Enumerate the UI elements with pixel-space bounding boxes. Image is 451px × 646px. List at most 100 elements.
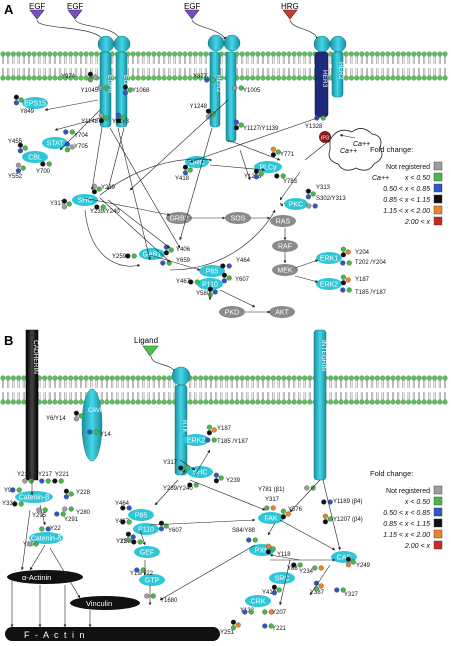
svg-text:Y1207 (β4): Y1207 (β4)	[333, 517, 363, 523]
svg-text:Y700: Y700	[36, 169, 51, 175]
protein-gab1: GAB1	[139, 248, 165, 260]
protein-crk: CRK	[245, 595, 271, 607]
legend-item: 2.00 < x	[404, 540, 443, 550]
svg-text:HER2: HER2	[215, 75, 222, 93]
site-y418: Y418	[175, 164, 193, 182]
svg-text:MEK: MEK	[277, 268, 293, 275]
svg-text:F - A c t i n: F - A c t i n	[24, 630, 86, 640]
svg-text:T185 /Y187: T185 /Y187	[217, 439, 249, 445]
svg-text:Y418: Y418	[175, 176, 190, 182]
receptor-her3: HER3	[313, 35, 331, 118]
svg-text:GEF: GEF	[140, 550, 154, 557]
svg-text:Y464: Y464	[115, 501, 130, 507]
site-y580: Y580	[120, 531, 136, 545]
svg-text:Y1148: Y1148	[81, 119, 99, 125]
receptor-rtk: RTK	[171, 366, 191, 476]
svg-text:Y22: Y22	[116, 539, 127, 545]
svg-text:RAF: RAF	[278, 244, 292, 251]
protein-fak: FAK	[258, 512, 284, 524]
legend-item: 0.85 < x < 1.15	[383, 194, 443, 204]
site-y455: Y455	[8, 139, 28, 154]
svg-text:Y704: Y704	[74, 133, 89, 139]
svg-text:Y249: Y249	[356, 563, 371, 569]
ligand-egf-1: EGF	[29, 2, 46, 20]
svg-text:Ca++: Ca++	[353, 141, 370, 148]
svg-text:1.15 < x < 2.00: 1.15 < x < 2.00	[383, 208, 430, 215]
site-y88: Y88	[287, 562, 303, 572]
site-y467: Y467	[115, 519, 132, 525]
receptor-cadherin: CADHERIN	[25, 329, 39, 481]
svg-text:CADHERIN: CADHERIN	[32, 340, 39, 374]
site-y259: Y259	[112, 253, 137, 260]
protein-akt: AKT	[269, 306, 295, 318]
site-y705: Y705	[64, 141, 89, 153]
site-y1328: Y1328	[305, 115, 326, 130]
site-y607: Y607	[221, 272, 250, 284]
site-y132: Y132	[240, 608, 255, 615]
panel-b-label: B	[4, 333, 13, 348]
receptor-her2-3: HER2	[329, 35, 347, 98]
svg-text:EPS15: EPS15	[24, 101, 46, 108]
svg-text:HRG: HRG	[281, 2, 299, 11]
svg-text:Ca++: Ca++	[340, 148, 357, 155]
svg-text:Y207: Y207	[272, 610, 287, 616]
site-y213: Y213	[17, 472, 34, 484]
protein-src: SRC	[269, 572, 295, 584]
site-y1127: Y1127/Y1139	[233, 119, 279, 132]
svg-text:Y19/Y22: Y19/Y22	[130, 571, 154, 577]
legend-item: 1.15 < x < 2.00	[383, 205, 443, 215]
svg-text:GRB2: GRB2	[169, 216, 188, 223]
site-y849: Y849	[13, 94, 35, 115]
protein-erk2: ERK2	[183, 434, 209, 446]
svg-text:CAS: CAS	[337, 555, 352, 562]
site-y704: Y704	[63, 129, 89, 139]
svg-text:Y239: Y239	[226, 478, 241, 484]
svg-text:Y317: Y317	[50, 201, 65, 207]
svg-text:ERK2: ERK2	[320, 282, 338, 289]
svg-text:Y213: Y213	[17, 472, 32, 478]
site-y6: Y6/Y14	[46, 410, 84, 422]
svg-text:0.85 < x < 1.15: 0.85 < x < 1.15	[383, 521, 430, 528]
svg-text:Y1045: Y1045	[81, 88, 99, 94]
protein-eps15: EPS15	[22, 97, 48, 109]
receptor-her2-1: HER2	[207, 34, 225, 128]
protein-mek: MEK	[272, 264, 298, 276]
site-y974: Y974	[61, 71, 98, 83]
cell-membrane-b	[0, 375, 448, 405]
ligand-b: Ligand	[134, 336, 159, 357]
site-y96: Y96	[4, 487, 22, 494]
svg-text:Y771: Y771	[280, 152, 295, 158]
svg-text:SHC: SHC	[78, 198, 93, 205]
svg-text:SOS: SOS	[231, 216, 246, 223]
svg-text:Y1173: Y1173	[112, 119, 130, 125]
svg-text:S84/Y88: S84/Y88	[232, 528, 256, 534]
svg-text:Y118: Y118	[277, 552, 291, 558]
site-t185: T185 /Y187	[205, 437, 249, 445]
svg-text:PKD: PKD	[225, 310, 239, 317]
ligand-egf-3: EGF	[184, 2, 201, 20]
site-y1068: Y1068	[122, 84, 150, 96]
svg-text:RTK: RTK	[181, 420, 188, 434]
svg-text:Y317: Y317	[265, 497, 280, 503]
svg-text:0.50 < x < 0.85: 0.50 < x < 0.85	[383, 510, 430, 517]
receptor-egfr-2: EGFR	[113, 35, 131, 128]
svg-text:GTP: GTP	[145, 578, 160, 585]
svg-text:Y317: Y317	[163, 460, 178, 466]
svg-text:T185 /Y187: T185 /Y187	[355, 290, 387, 296]
site-y464: Y464	[220, 258, 251, 269]
site-y118: Y118	[265, 543, 291, 558]
receptor-caveolin: CAVEOLIN	[81, 388, 118, 462]
protein-p85: P85	[199, 265, 225, 277]
svg-text:Y187: Y187	[355, 277, 370, 283]
svg-text:SHC: SHC	[193, 470, 208, 477]
protein-p85: P85	[128, 509, 154, 521]
svg-text:Y783: Y783	[283, 179, 298, 185]
site-y22: Y22	[39, 526, 61, 532]
svg-text:Y1328: Y1328	[305, 124, 323, 130]
svg-text:Y334: Y334	[2, 501, 17, 507]
protein-erk2: ERK2	[316, 278, 342, 290]
svg-text:Not registered: Not registered	[386, 488, 430, 495]
receptor-her2-2	[223, 34, 241, 143]
svg-text:Y849: Y849	[20, 109, 35, 115]
svg-text:x < 0.50: x < 0.50	[404, 499, 430, 506]
